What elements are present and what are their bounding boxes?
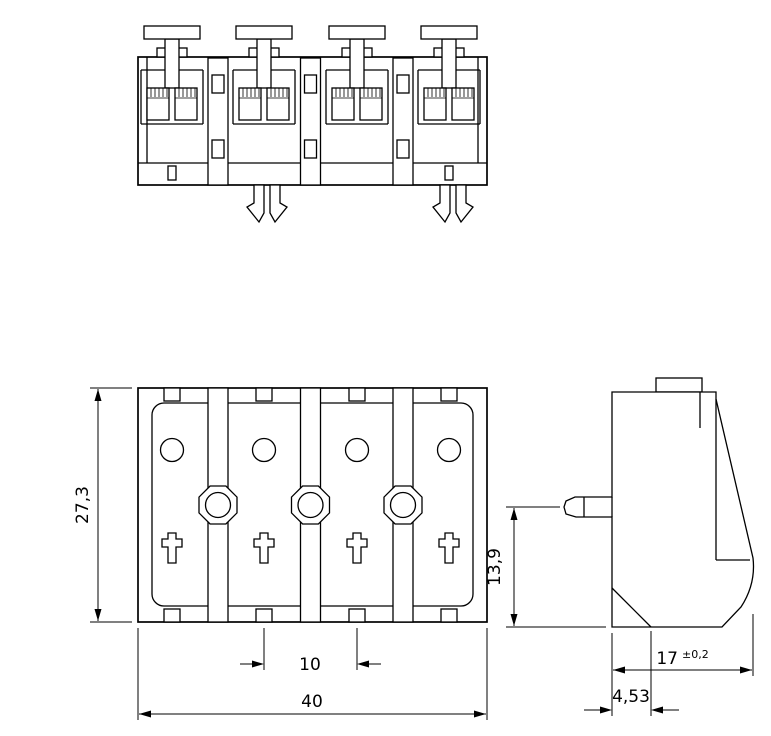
front-partition-3 bbox=[392, 57, 414, 186]
front-partition-2 bbox=[299, 57, 322, 186]
release-slot-2 bbox=[253, 532, 275, 564]
fixing-boss-2 bbox=[290, 485, 331, 525]
dim-pole-pitch-label: 10 bbox=[299, 655, 321, 675]
dim-side-width-tolerance-label: ±0,2 bbox=[682, 648, 709, 661]
dim-plan-height: 27,3 bbox=[73, 387, 132, 623]
fixing-boss-3 bbox=[383, 485, 423, 525]
side-view bbox=[563, 377, 755, 628]
mounting-foot-left bbox=[246, 184, 288, 223]
mounting-foot-right bbox=[432, 184, 474, 223]
front-view bbox=[137, 25, 488, 223]
front-pole-2 bbox=[232, 25, 296, 125]
release-slot-3 bbox=[346, 532, 368, 564]
front-pole-1 bbox=[140, 25, 204, 125]
front-partition-1 bbox=[207, 57, 229, 186]
dim-side-height: 13,9 bbox=[485, 506, 606, 628]
dim-side-width: 17 ±0,2 bbox=[611, 614, 754, 716]
plan-view bbox=[137, 387, 488, 623]
dim-side-foot-offset-label: 4,53 bbox=[612, 687, 650, 707]
dim-side-height-label: 13,9 bbox=[485, 548, 505, 586]
wire-port-2 bbox=[251, 437, 277, 463]
release-slot-1 bbox=[161, 532, 183, 564]
dim-plan-width: 40 bbox=[137, 628, 488, 720]
wire-port-3 bbox=[344, 437, 370, 463]
dim-side-width-label: 17 bbox=[656, 649, 678, 669]
dim-side-foot-offset: 4,53 bbox=[584, 631, 679, 716]
dim-pole-pitch: 10 bbox=[240, 628, 381, 675]
release-slot-4 bbox=[438, 532, 460, 564]
front-pole-4 bbox=[417, 25, 481, 125]
front-pole-3 bbox=[325, 25, 389, 125]
wire-port-4 bbox=[436, 437, 462, 463]
dim-plan-height-label: 27,3 bbox=[73, 486, 93, 524]
dimensions: 27,3 40 10 13,9 bbox=[73, 387, 754, 720]
dim-plan-width-label: 40 bbox=[301, 692, 323, 712]
fixing-boss-1 bbox=[198, 485, 238, 525]
wire-port-1 bbox=[159, 437, 185, 463]
